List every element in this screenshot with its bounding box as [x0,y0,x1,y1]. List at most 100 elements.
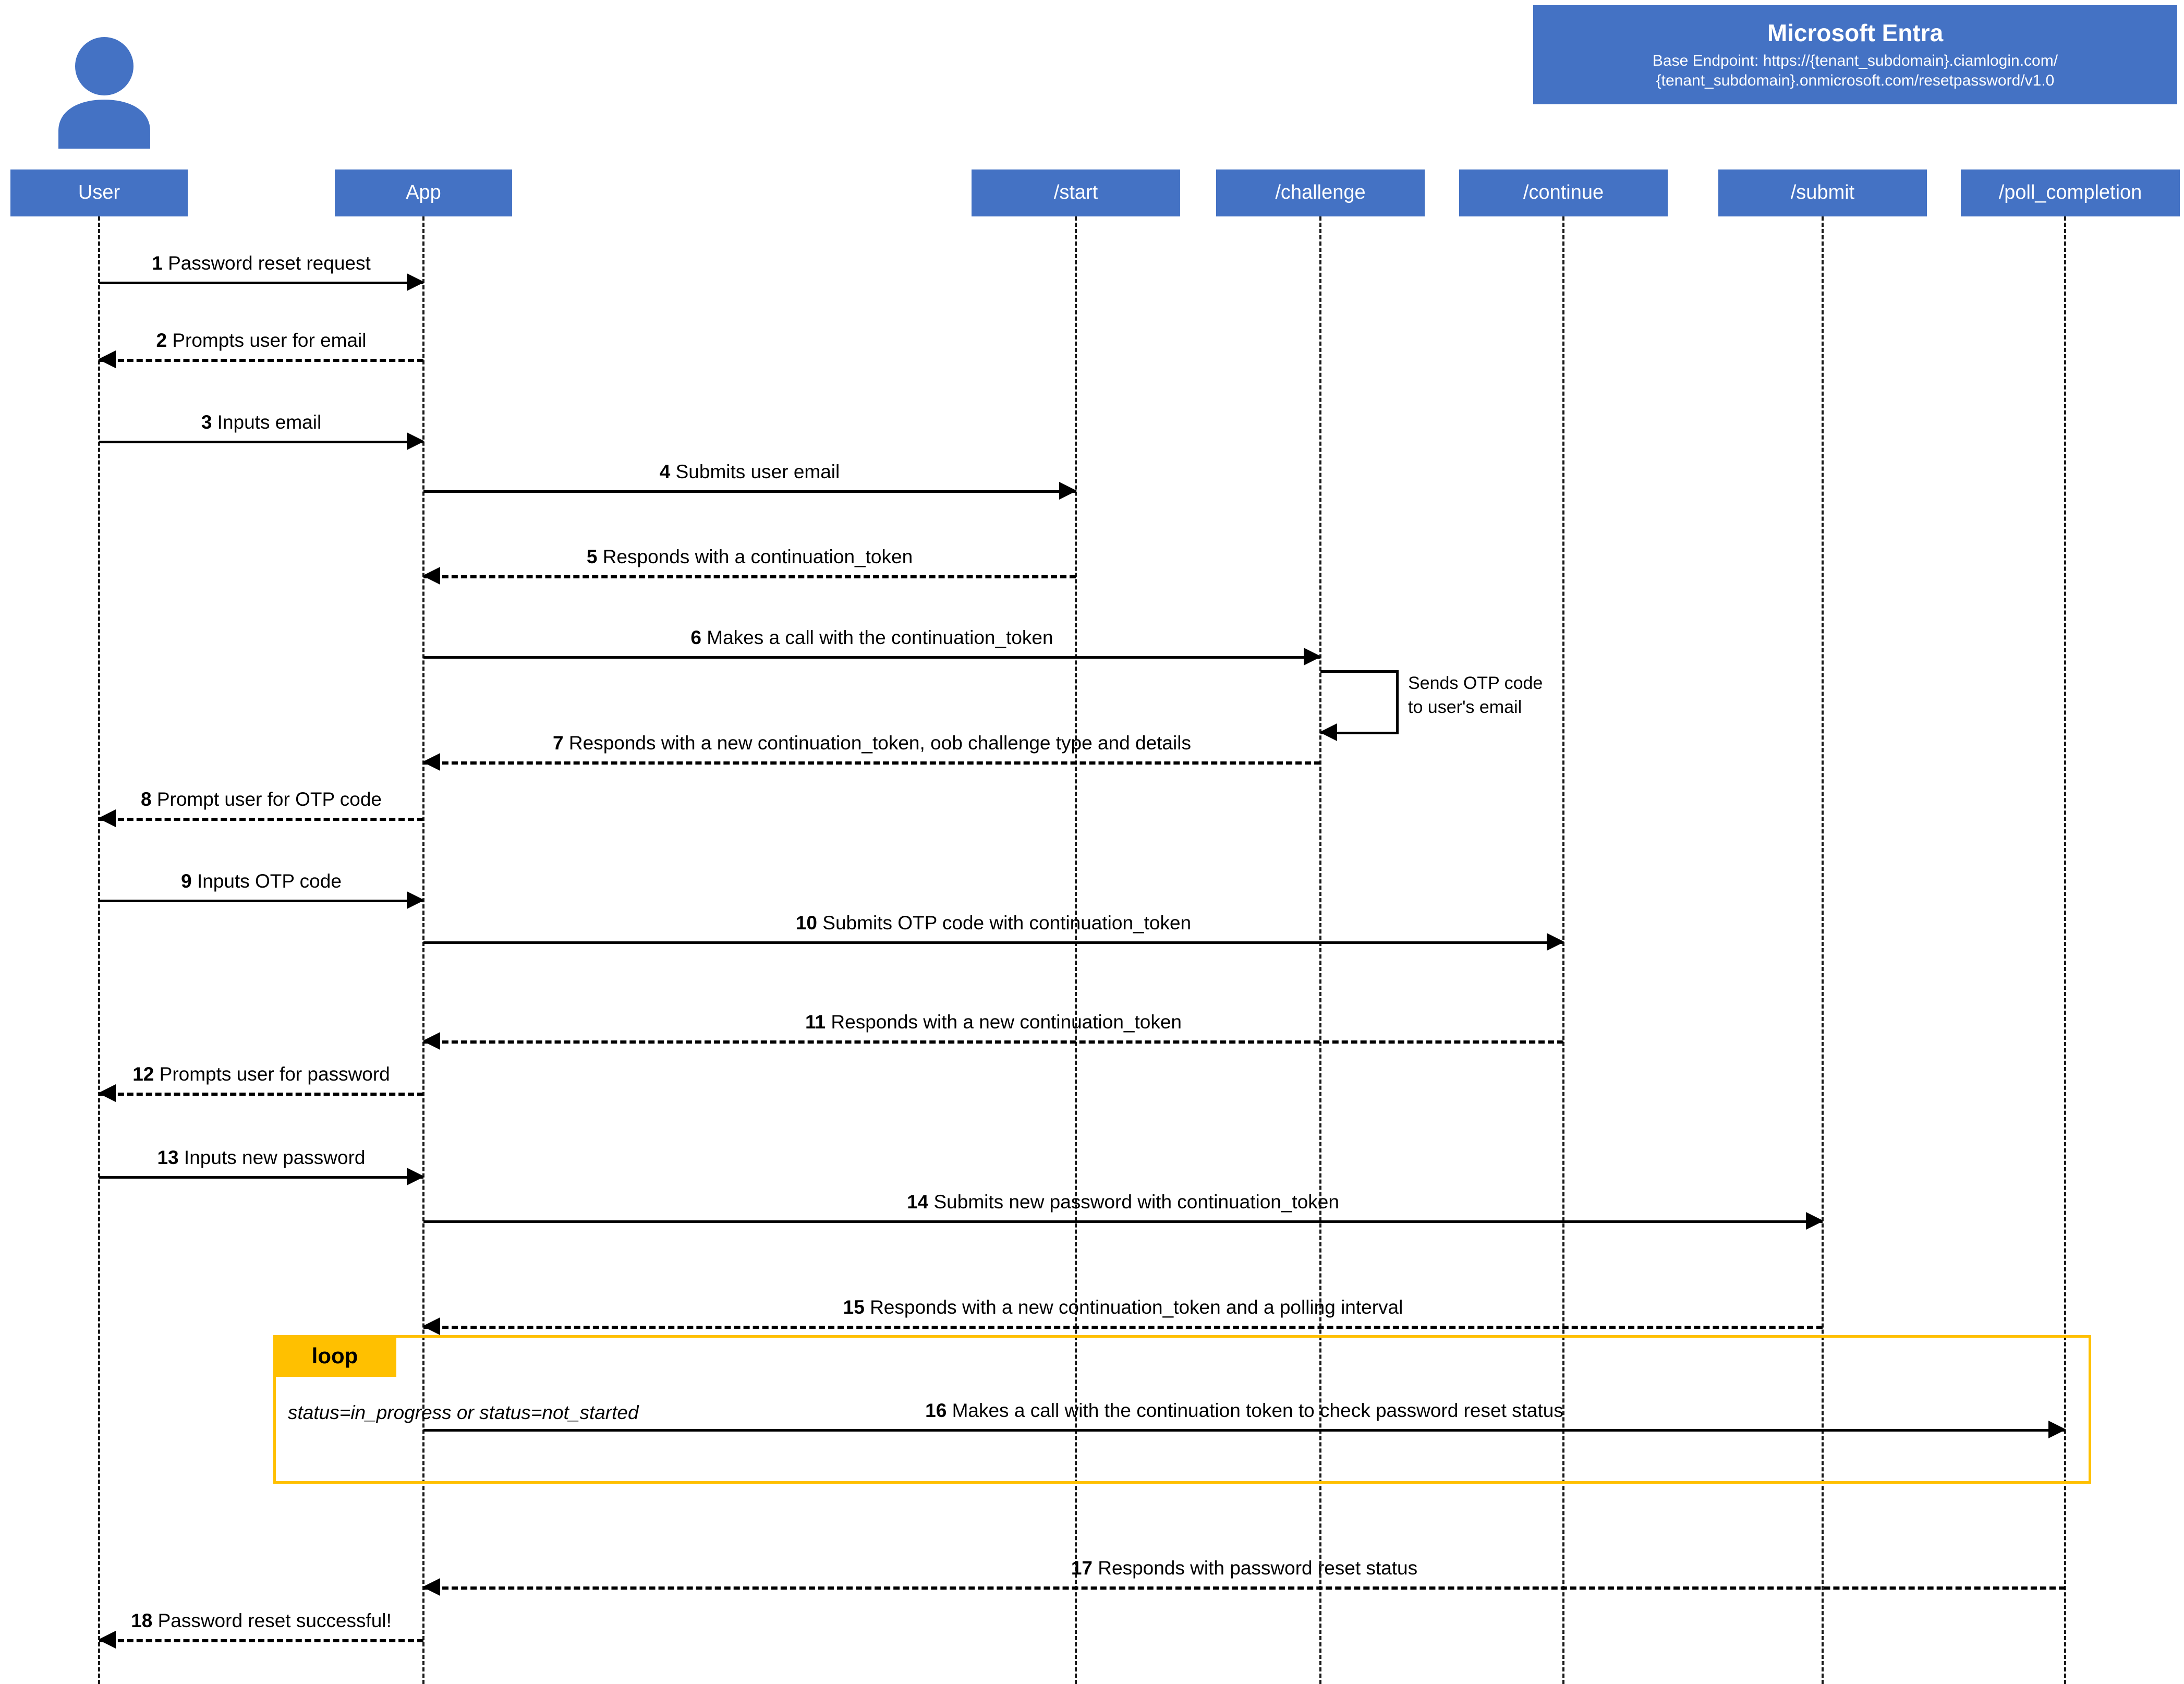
user-avatar-icon [52,29,156,149]
message-5-arrowhead [422,567,440,585]
user-avatar-svg [58,37,150,149]
participant-box-submit[interactable]: /submit [1718,169,1927,216]
entra-banner-subtitle-line2: {tenant_subdomain}.onmicrosoft.com/reset… [1656,72,2055,89]
participant-label-continue: /continue [1523,181,1604,204]
message-2-number: 2 [156,330,167,352]
message-1-text: Password reset request [168,252,371,274]
message-10-number: 10 [795,912,818,934]
message-15-line [423,1326,1823,1329]
message-13-arrowhead [407,1168,424,1185]
participant-box-poll-completion[interactable]: /poll_completion [1961,169,2180,216]
message-6-number: 6 [690,627,701,649]
message-18-arrowhead [98,1631,116,1649]
participant-label-user: User [78,181,120,204]
message-12-label: 12 Prompts user for password [99,1063,423,1085]
message-10-text: Submits OTP code with continuation_token [822,912,1192,934]
message-17-line [423,1586,2065,1590]
message-16-text: Makes a call with the continuation token… [952,1400,1563,1422]
message-13-label: 13 Inputs new password [99,1147,423,1169]
message-7-label: 7 Responds with a new continuation_token… [423,732,1320,754]
message-9-number: 9 [181,870,192,892]
message-8-text: Prompt user for OTP code [156,789,382,810]
message-2-text: Prompts user for email [172,330,367,352]
message-1-arrowhead [407,273,424,291]
message-15-number: 15 [843,1297,865,1318]
message-2-line [99,359,423,362]
self-message-bottom-segment [1320,732,1399,734]
message-15-arrowhead [422,1317,440,1335]
message-11-arrowhead [422,1032,440,1050]
message-15-label: 15 Responds with a new continuation_toke… [423,1297,1823,1318]
message-12-line [99,1093,423,1096]
participant-box-user[interactable]: User [10,169,188,216]
message-5-label: 5 Responds with a continuation_token [423,546,1076,568]
message-14-arrowhead [1806,1212,1824,1230]
message-11-label: 11 Responds with a new continuation_toke… [423,1011,1563,1033]
self-message-note: Sends OTP code to user's email [1408,672,1543,720]
participant-box-start[interactable]: /start [972,169,1180,216]
lifeline-user [98,216,100,1684]
participant-label-submit: /submit [1790,181,1855,204]
entra-banner-subtitle-line1: Base Endpoint: https://{tenant_subdomain… [1652,52,2058,69]
message-14-label: 14 Submits new password with continuatio… [423,1191,1823,1213]
message-2-arrowhead [98,350,116,368]
message-7-number: 7 [553,732,564,754]
entra-banner-title: Microsoft Entra [1767,19,1944,46]
message-4-line [423,490,1076,493]
message-7-line [423,761,1320,765]
message-5-line [423,575,1076,578]
lifeline-start [1075,216,1077,1684]
self-message-top-segment [1320,670,1399,673]
participant-label-challenge: /challenge [1275,181,1366,204]
self-message-note-line2: to user's email [1408,697,1522,717]
message-9-arrowhead [407,891,424,909]
message-14-text: Submits new password with continuation_t… [933,1191,1339,1213]
message-9-label: 9 Inputs OTP code [99,870,423,892]
message-14-line [423,1220,1823,1223]
message-8-number: 8 [140,789,152,810]
lifeline-poll-completion [2064,216,2066,1684]
message-1-line [99,282,423,284]
message-12-text: Prompts user for password [159,1063,390,1085]
message-6-text: Makes a call with the continuation_token [707,627,1053,649]
self-message-right-segment [1396,670,1399,733]
message-16-arrowhead [2048,1421,2066,1438]
message-6-label: 6 Makes a call with the continuation_tok… [423,627,1320,649]
message-3-text: Inputs email [217,411,322,433]
message-11-line [423,1040,1563,1044]
message-5-text: Responds with a continuation_token [602,546,913,568]
message-6-arrowhead [1304,648,1321,665]
loop-fragment-guard: status=in_progress or status=not_started [288,1402,639,1423]
message-17-number: 17 [1071,1557,1093,1579]
message-10-arrowhead [1547,933,1564,951]
message-14-number: 14 [907,1191,929,1213]
message-3-arrowhead [407,432,424,450]
message-17-arrowhead [422,1578,440,1596]
self-message-note-line1: Sends OTP code [1408,673,1543,693]
message-2-label: 2 Prompts user for email [99,330,423,352]
message-4-arrowhead [1059,482,1077,500]
lifeline-challenge [1319,216,1321,1684]
message-5-number: 5 [586,546,598,568]
message-13-number: 13 [157,1147,179,1169]
message-12-arrowhead [98,1084,116,1102]
message-9-text: Inputs OTP code [197,870,342,892]
participant-box-app[interactable]: App [335,169,512,216]
message-3-line [99,441,423,443]
message-4-label: 4 Submits user email [423,461,1076,483]
message-11-number: 11 [805,1011,826,1033]
message-16-number: 16 [925,1400,947,1422]
message-12-number: 12 [132,1063,154,1085]
message-4-text: Submits user email [675,461,840,483]
message-8-label: 8 Prompt user for OTP code [99,789,423,810]
participant-label-app: App [406,181,441,204]
participant-box-challenge[interactable]: /challenge [1216,169,1425,216]
participant-box-continue[interactable]: /continue [1459,169,1668,216]
message-7-arrowhead [422,753,440,771]
message-8-arrowhead [98,809,116,827]
message-17-text: Responds with password reset status [1098,1557,1418,1579]
message-8-line [99,818,423,821]
entra-banner: Microsoft Entra Base Endpoint: https://{… [1533,5,2177,104]
message-1-number: 1 [152,252,163,274]
lifeline-app [422,216,424,1684]
